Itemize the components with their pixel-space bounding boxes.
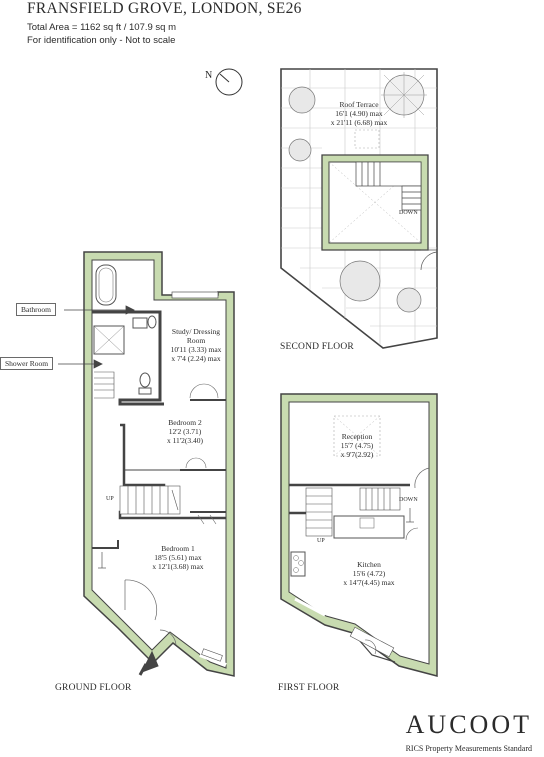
study-name: Study/ Dressing Room [171, 327, 221, 345]
compass-icon [215, 68, 243, 96]
kitchen-name: Kitchen [357, 560, 381, 569]
kitchen-label: Kitchen 15'6 (4.72) x 14'7(4.45) max [334, 560, 404, 587]
roof-terrace-dims1: 16'1 (4.90) max [335, 109, 383, 118]
bedroom2-label: Bedroom 2 12'2 (3.71) x 11'2(3.40) [155, 418, 215, 445]
first-floor-label: FIRST FLOOR [278, 683, 340, 693]
second-floor-label: SECOND FLOOR [280, 342, 354, 352]
callout-arrows [58, 305, 135, 369]
bedroom2-name: Bedroom 2 [168, 418, 202, 427]
callout-bathroom: Bathroom [16, 303, 56, 316]
kitchen-dims1: 15'6 (4.72) [352, 569, 386, 578]
kitchen-dims2: x 14'7(4.45) max [343, 578, 395, 587]
reception-dims2: x 9'7(2.92) [340, 450, 374, 459]
bedroom1-name: Bedroom 1 [161, 544, 195, 553]
ground-floor-label: GROUND FLOOR [55, 683, 132, 693]
disclaimer: For identification only - Not to scale [27, 35, 176, 46]
compass-label: N [205, 70, 213, 81]
study-dims2: x 7'4 (2.24) max [171, 354, 221, 363]
bedroom1-dims2: x 12'1(3.68) max [152, 562, 204, 571]
ground-floor-plan [83, 251, 235, 677]
study-label: Study/ Dressing Room 10'11 (3.33) max x … [165, 327, 227, 363]
page-title: FRANSFIELD GROVE, LONDON, SE26 [27, 0, 302, 17]
reception-dims1: 15'7 (4.75) [340, 441, 374, 450]
bedroom2-dims2: x 11'2(3.40) [166, 436, 204, 445]
roof-terrace-name: Roof Terrace [339, 100, 379, 109]
first-stair-up-label: UP [317, 538, 325, 544]
ground-stair-up-label: UP [106, 496, 114, 502]
measurement-standard: RICS Property Measurements Standard [405, 744, 532, 753]
first-floor-plan [280, 393, 438, 677]
total-area: Total Area = 1162 sq ft / 107.9 sq m [27, 22, 177, 33]
brand-logo: AUCOOT [405, 710, 532, 739]
study-dims1: 10'11 (3.33) max [170, 345, 222, 354]
roof-terrace-label: Roof Terrace 16'1 (4.90) max x 21'11 (6.… [322, 100, 396, 127]
reception-name: Reception [341, 432, 373, 441]
bedroom1-label: Bedroom 1 18'5 (5.61) max x 12'1(3.68) m… [140, 544, 216, 571]
callout-shower-room: Shower Room [0, 357, 54, 370]
first-stair-down-label: DOWN [399, 497, 418, 503]
bedroom1-dims1: 18'5 (5.61) max [154, 553, 202, 562]
reception-label: Reception 15'7 (4.75) x 9'7(2.92) [326, 432, 388, 459]
roof-terrace-dims2: x 21'11 (6.68) max [330, 118, 388, 127]
second-stair-down-label: DOWN [399, 210, 418, 216]
second-floor-plan [280, 68, 438, 349]
bedroom2-dims1: 12'2 (3.71) [168, 427, 202, 436]
